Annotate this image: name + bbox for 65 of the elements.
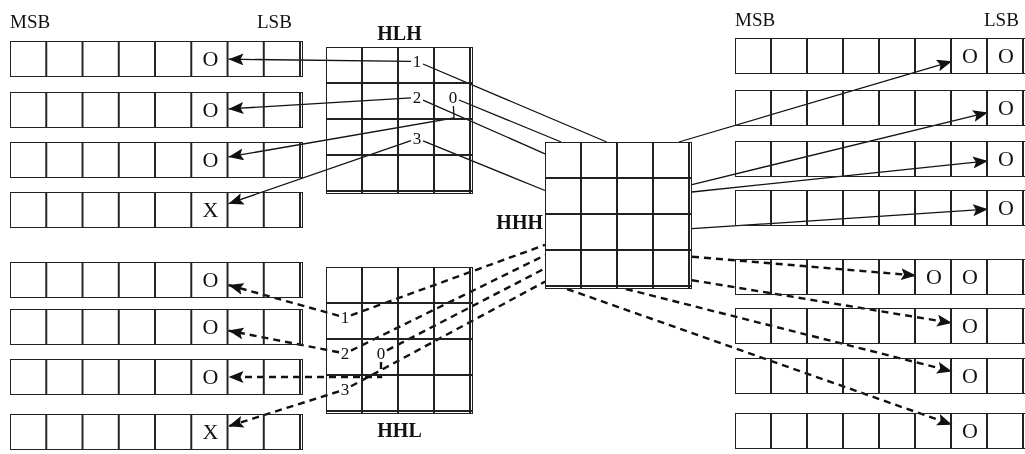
bit-mark: O bbox=[952, 309, 988, 343]
matrix-label: HHL bbox=[377, 419, 422, 441]
register-row bbox=[735, 38, 1025, 74]
arrow bbox=[228, 283, 340, 317]
register-row bbox=[10, 41, 303, 77]
bit-order-label: MSB bbox=[735, 10, 776, 30]
bit-order-label: MSB bbox=[10, 12, 51, 32]
cell-number: 2 bbox=[411, 89, 423, 106]
bit-mark: O bbox=[952, 414, 988, 448]
bit-mark: O bbox=[988, 39, 1024, 73]
arrow bbox=[625, 287, 953, 374]
cell-number: 2 bbox=[339, 345, 351, 362]
bit-mark: O bbox=[192, 143, 229, 177]
cell-number: 0 bbox=[375, 345, 387, 362]
bit-mark: O bbox=[916, 260, 952, 294]
matrix-label: HLH bbox=[377, 22, 422, 44]
register-row bbox=[735, 358, 1025, 394]
arrow bbox=[227, 97, 412, 114]
register-row bbox=[735, 90, 1025, 126]
cell-number: 3 bbox=[339, 381, 351, 398]
bit-mark: O bbox=[988, 91, 1024, 125]
register-row bbox=[735, 413, 1025, 449]
arrow bbox=[691, 279, 953, 327]
bit-mark: O bbox=[988, 142, 1024, 176]
bit-mark: O bbox=[988, 191, 1024, 225]
arrow bbox=[691, 255, 917, 281]
register-row bbox=[10, 192, 303, 228]
bit-mark: O bbox=[952, 359, 988, 393]
bit-mark: O bbox=[952, 39, 988, 73]
bit-order-label: LSB bbox=[984, 10, 1019, 30]
cell-number: 0 bbox=[447, 89, 459, 106]
arrow bbox=[228, 362, 383, 383]
register-row bbox=[735, 190, 1025, 226]
arrow bbox=[227, 139, 412, 205]
arrow bbox=[228, 327, 340, 354]
register-row bbox=[10, 414, 303, 450]
arrow bbox=[691, 156, 989, 193]
cell-number: 3 bbox=[411, 130, 423, 147]
arrow bbox=[678, 59, 953, 143]
register-row bbox=[735, 259, 1025, 295]
arrow bbox=[691, 110, 989, 186]
register-row bbox=[735, 141, 1025, 177]
cell-number: 1 bbox=[411, 53, 423, 70]
register-row bbox=[10, 309, 303, 345]
register-row bbox=[735, 308, 1025, 344]
matrix-label: HHH bbox=[496, 211, 543, 233]
bit-mark: X bbox=[192, 193, 229, 227]
bit-order-label: LSB bbox=[257, 12, 292, 32]
bit-mark: O bbox=[192, 93, 229, 127]
bit-mark: O bbox=[192, 360, 229, 394]
cell-number: 1 bbox=[339, 309, 351, 326]
register-row bbox=[10, 359, 303, 395]
arrow bbox=[691, 204, 989, 230]
arrow bbox=[566, 287, 953, 426]
bit-mark: O bbox=[192, 310, 229, 344]
bit-mark: X bbox=[192, 415, 229, 449]
register-row bbox=[10, 92, 303, 128]
register-row bbox=[10, 142, 303, 178]
register-row bbox=[10, 262, 303, 298]
bit-mark: O bbox=[192, 263, 229, 297]
arrow bbox=[228, 390, 340, 428]
bit-mark: O bbox=[952, 260, 988, 294]
bit-mark: O bbox=[192, 42, 229, 76]
arrow bbox=[227, 105, 455, 161]
arrow bbox=[227, 53, 412, 66]
